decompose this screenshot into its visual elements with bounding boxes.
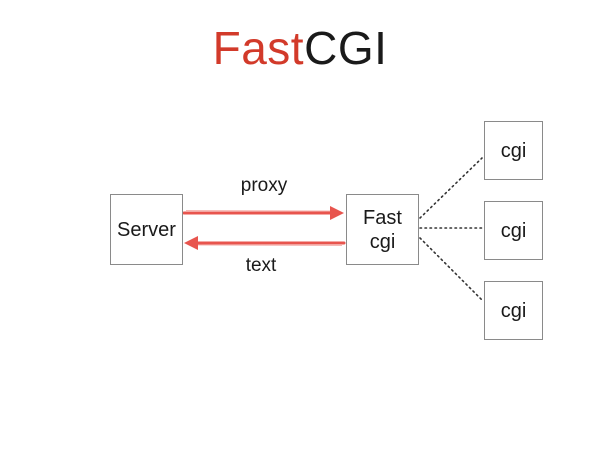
cgi-node-2: cgi (484, 201, 543, 260)
proxy-arrow (182, 206, 344, 220)
title-main: CGI (304, 22, 388, 74)
server-node: Server (110, 194, 183, 265)
proxy-label: proxy (240, 175, 288, 196)
dotted-connector-1 (419, 157, 483, 219)
title-accent: Fast (212, 22, 305, 74)
cgi-node-1: cgi (484, 121, 543, 180)
slide-title: FastCGI (0, 18, 600, 78)
text-label: text (245, 255, 277, 276)
cgi-node-3: cgi (484, 281, 543, 340)
fastcgi-node: Fast cgi (346, 194, 419, 265)
text-arrow (184, 236, 346, 250)
dotted-connector-3 (419, 237, 483, 301)
